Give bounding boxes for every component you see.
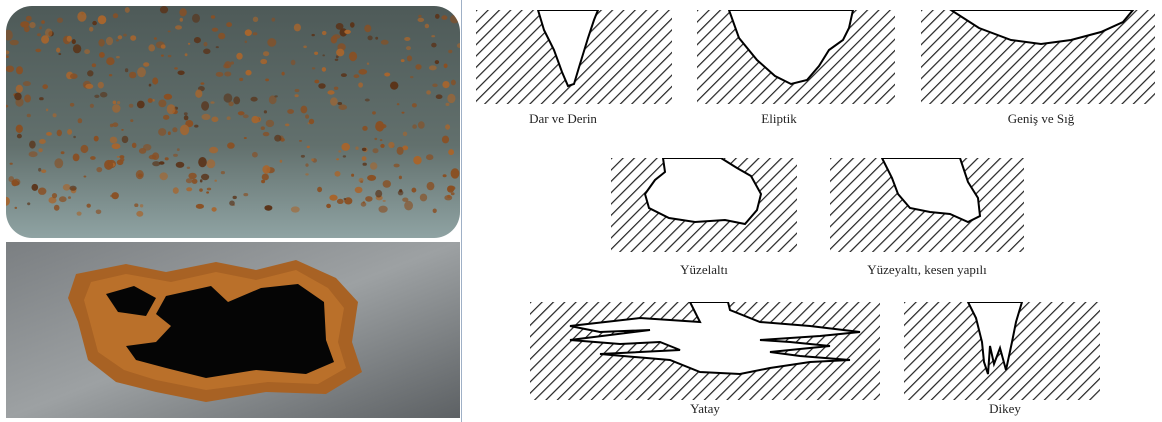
corrosion-hole-photo: [6, 242, 460, 418]
pit-diagram-yuzeyalti-kesen: [830, 158, 1024, 252]
pitted-steel-photo: [6, 6, 460, 238]
pit-diagram-dar-ve-derin: [476, 10, 672, 104]
label-yatay: Yatay: [690, 401, 720, 417]
label-dikey: Dikey: [989, 401, 1021, 417]
pit-diagram-dikey: [904, 302, 1100, 400]
label-genis-ve-sig: Geniş ve Sığ: [1008, 111, 1074, 127]
label-yuzelalti: Yüzelaltı: [680, 262, 728, 278]
label-yuzeyalti-kesen: Yüzeyaltı, kesen yapılı: [867, 262, 987, 278]
pit-diagram-genis-ve-sig: [921, 10, 1155, 104]
pit-diagram-eliptik: [697, 10, 895, 104]
label-eliptik: Eliptik: [761, 111, 796, 127]
pit-diagram-yatay: [530, 302, 880, 400]
section-divider: [461, 0, 462, 422]
label-dar-ve-derin: Dar ve Derin: [529, 111, 597, 127]
pit-diagram-yuzelalti: [611, 158, 797, 252]
